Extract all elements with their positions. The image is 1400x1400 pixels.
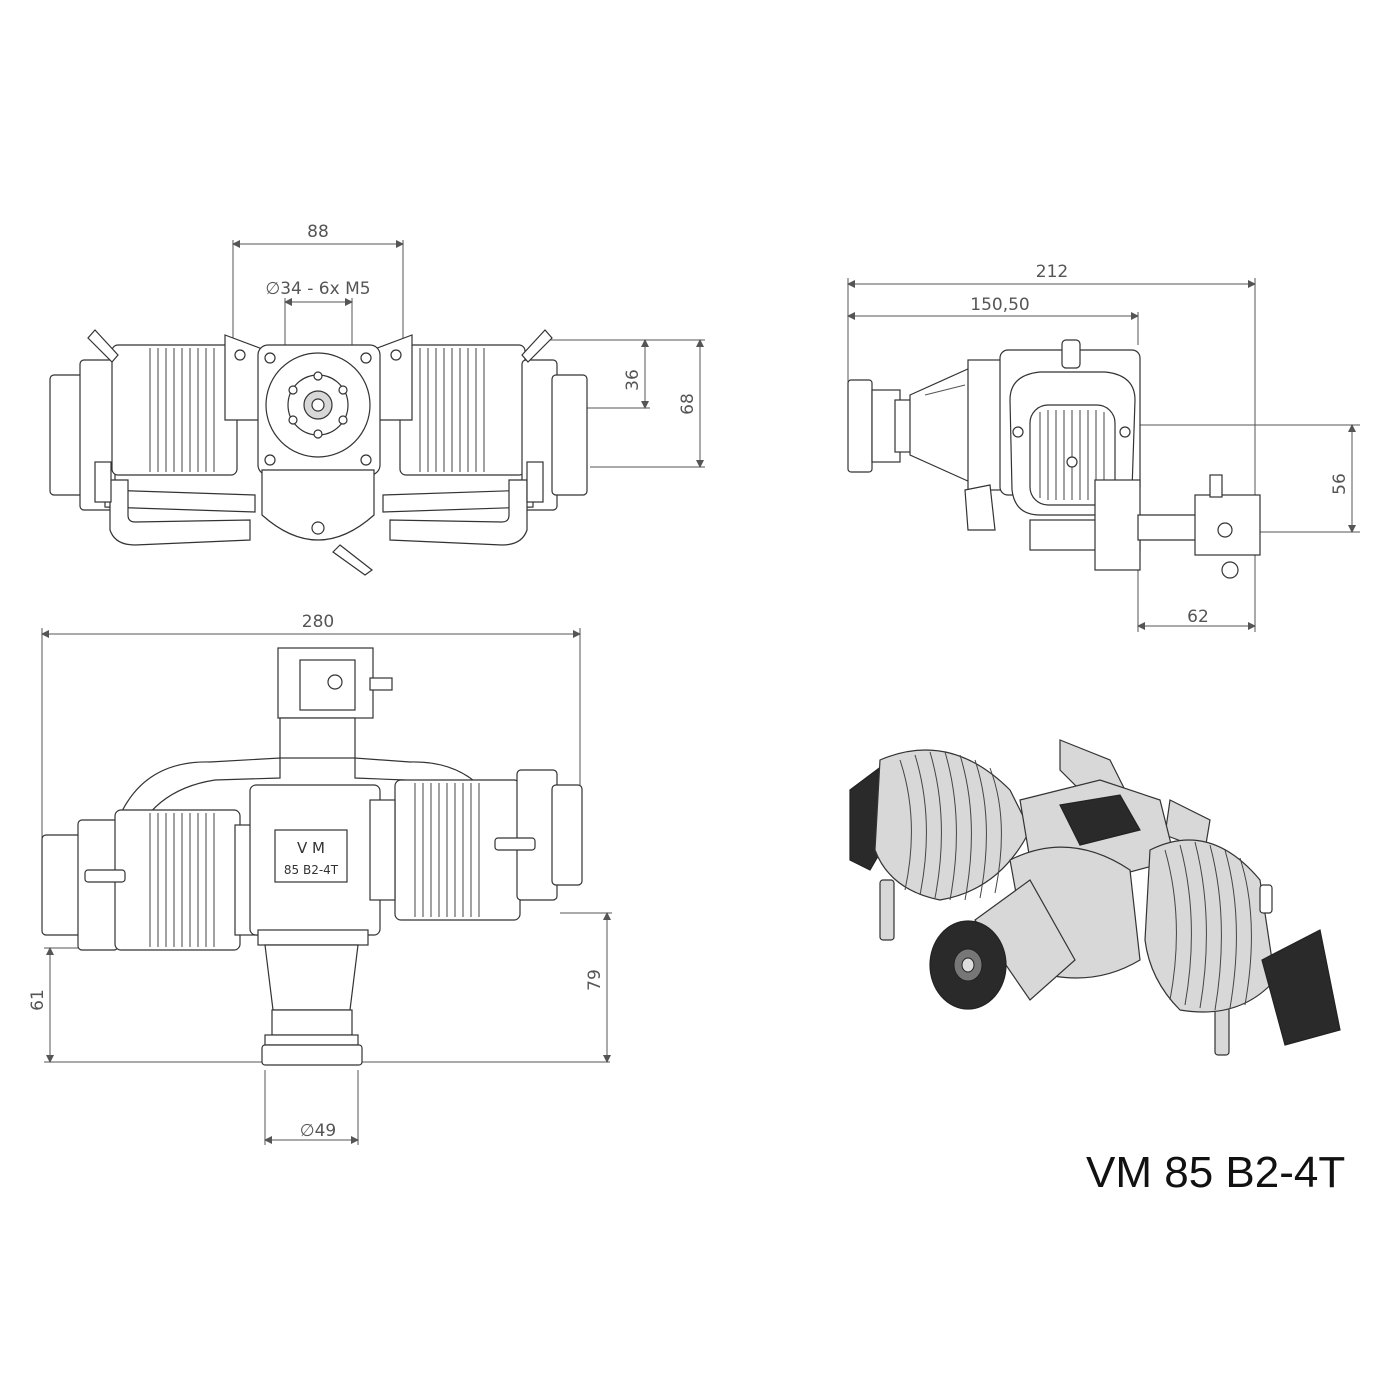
dimension-56: 56 [1100,424,1360,533]
isometric-view [849,739,1341,1056]
dimension-212: 212 [847,262,1256,495]
drawing-title: VM 85 B2-4T [1086,1148,1346,1197]
top-view: 280 61 79 ∅49 [28,612,612,1145]
engine-plate-line2: 85 B2-4T [284,863,339,877]
dim-hub-label: ∅49 [300,1121,336,1141]
dim-68-label: 68 [678,393,698,415]
top-view-engine: V M 85 B2-4T [41,647,583,1066]
dim-36-label: 36 [623,369,643,391]
dim-bolt-circle-label: ∅34 - 6x M5 [265,279,370,299]
side-view: 212 150,50 56 62 [847,262,1360,632]
engine-plate-line1: V M [297,839,325,857]
dim-61-label: 61 [28,989,48,1011]
dim-79-label: 79 [585,969,605,991]
side-view-engine [847,339,1261,579]
dimension-280: 280 [41,612,581,840]
front-view: 88 ∅34 - 6x M5 36 68 [49,222,705,576]
dimension-79: 79 [560,912,612,1063]
dim-150-label: 150,50 [970,295,1029,315]
front-view-engine [49,329,588,576]
dim-62-label: 62 [1187,607,1209,627]
dimension-88: 88 [232,222,404,345]
dim-56-label: 56 [1330,473,1350,495]
dim-280-label: 280 [302,612,334,632]
dimension-68: 68 [590,339,705,468]
dimension-150: 150,50 [847,295,1139,345]
dim-212-label: 212 [1036,262,1068,282]
dimension-hub: ∅49 [264,1070,359,1145]
dim-88-label: 88 [307,222,329,242]
